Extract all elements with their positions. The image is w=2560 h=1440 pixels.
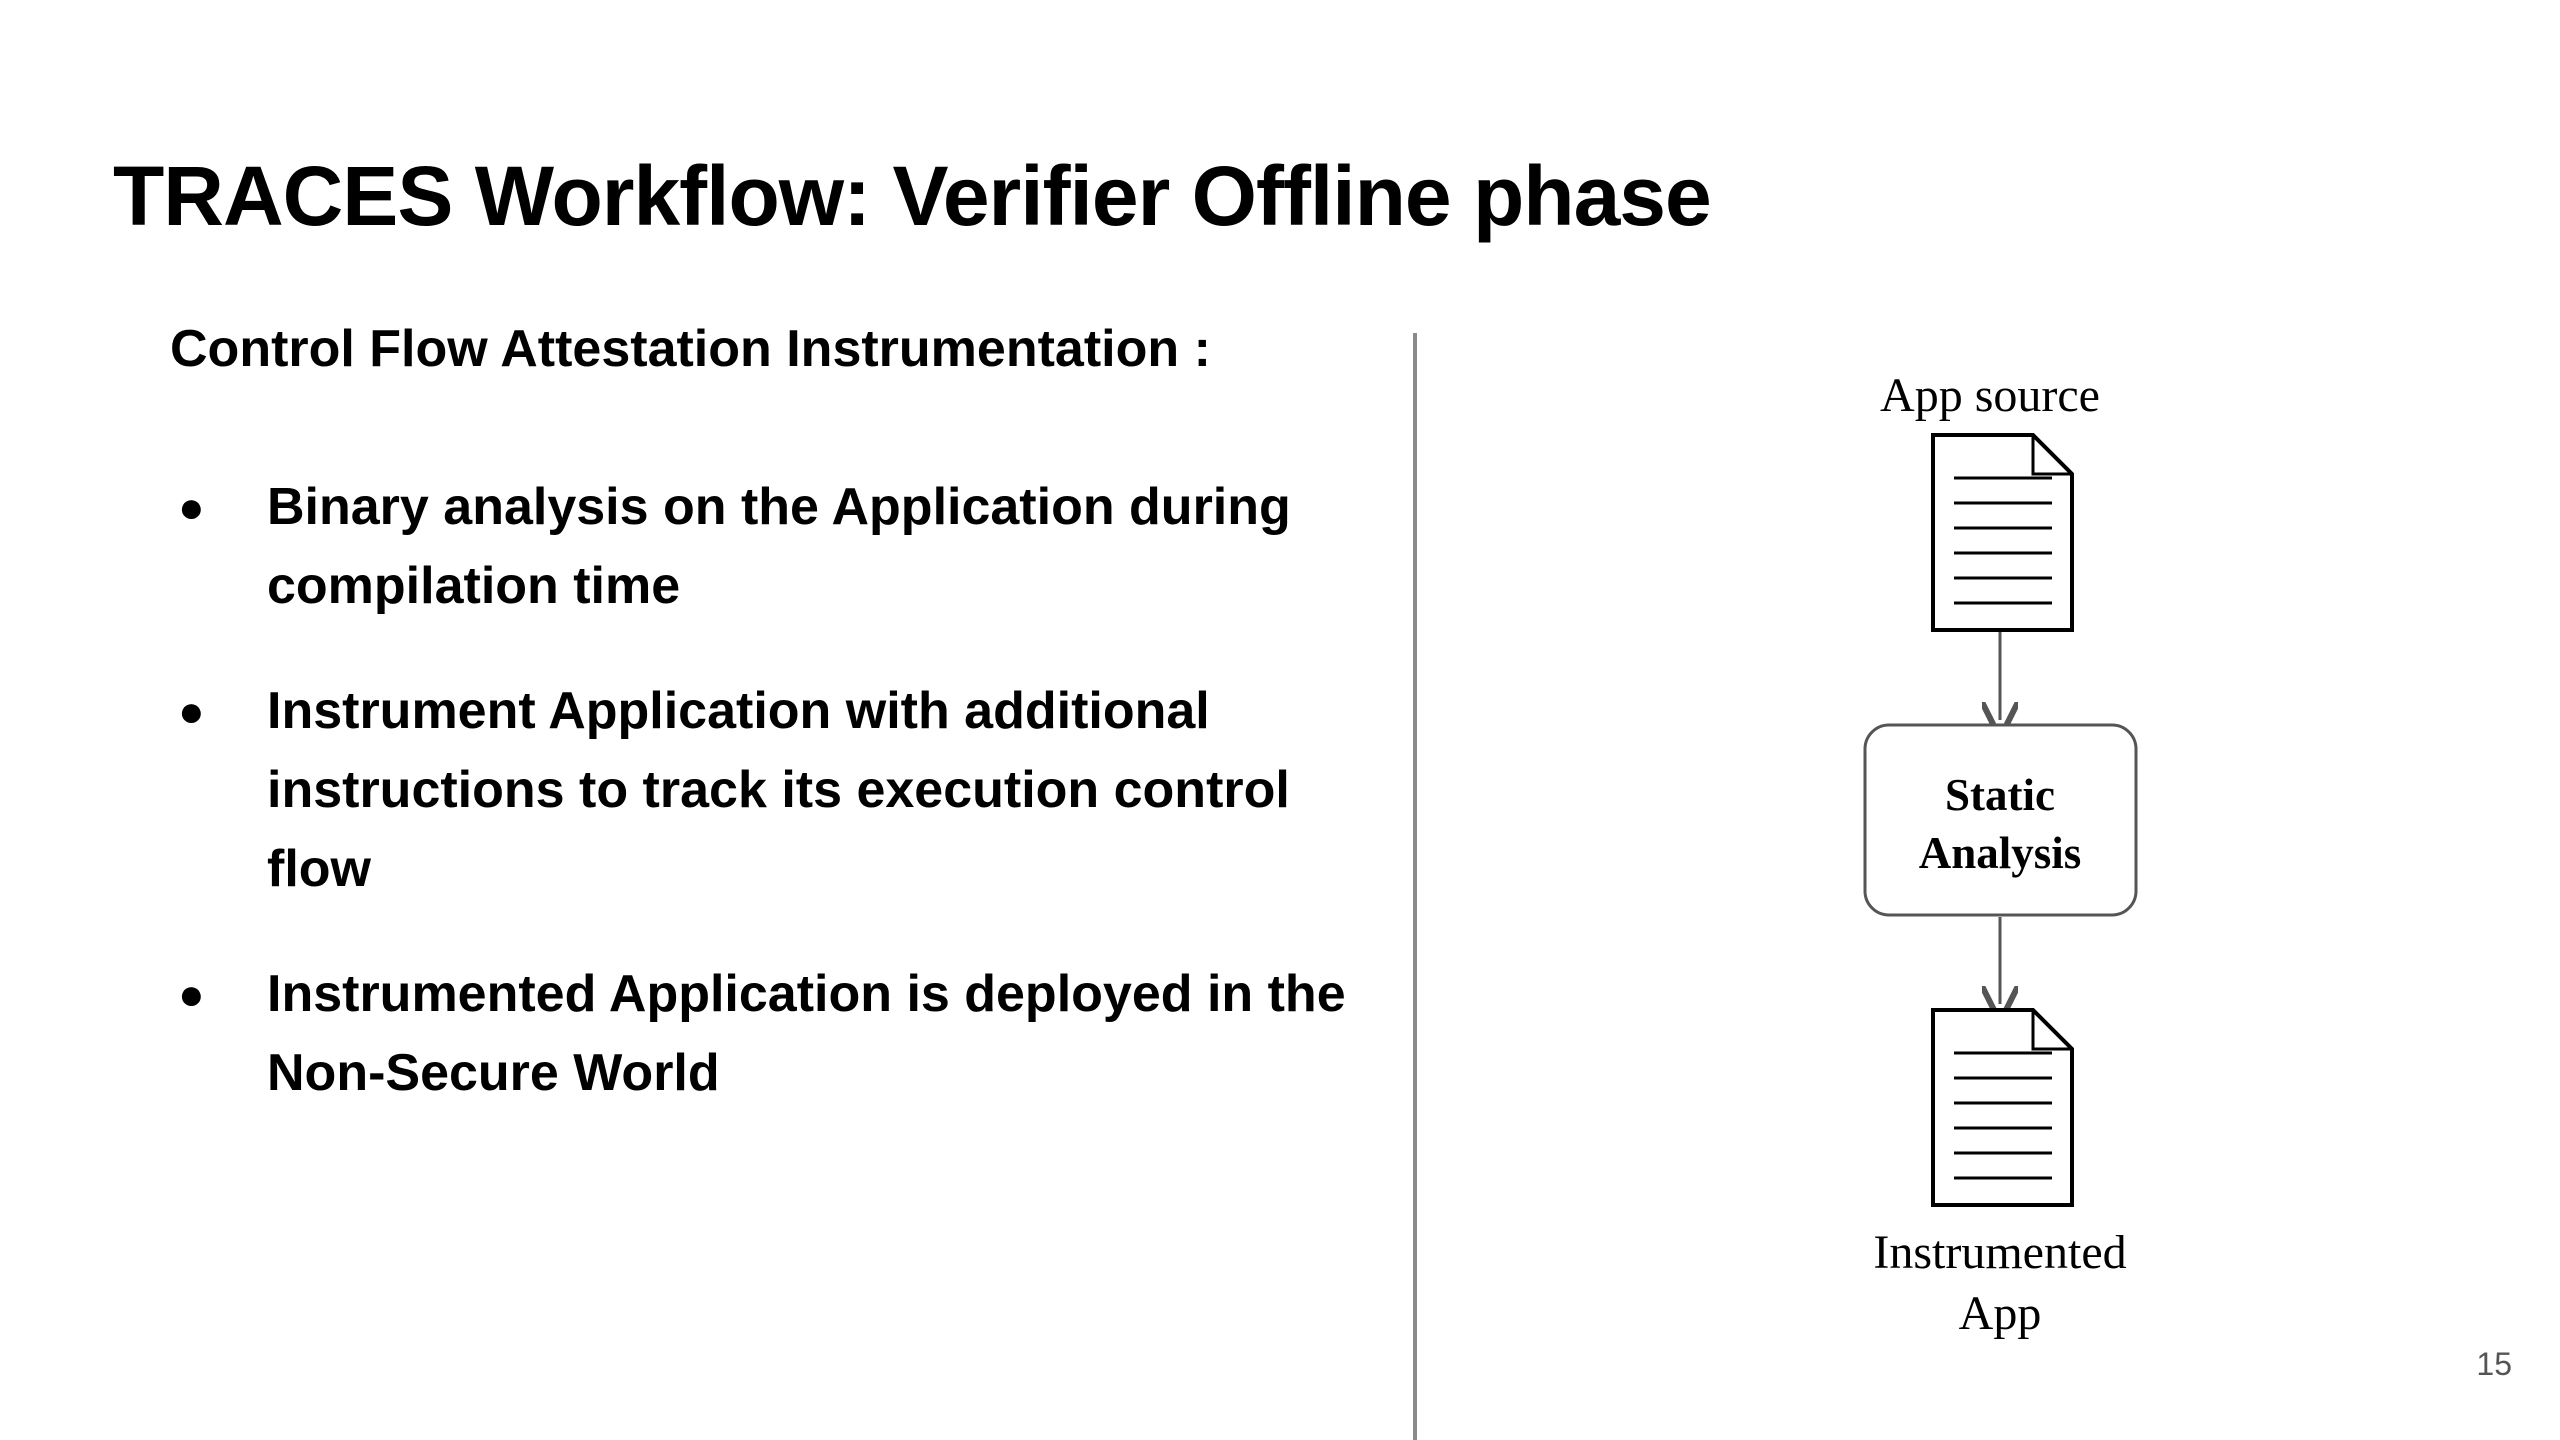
- static-analysis-box: [1863, 723, 2138, 917]
- page-number: 15: [2476, 1346, 2512, 1382]
- diagram-graphics: Static Analysis: [1863, 433, 2138, 1207]
- document-icon: [1931, 433, 2074, 632]
- process-label-line1: Static: [1945, 770, 2055, 820]
- bullet-marker: ●: [178, 970, 205, 1019]
- bullet-text: Instrumented Application is deployed in …: [267, 965, 1346, 1102]
- output-label: Instrumented App: [1800, 1222, 2200, 1345]
- slide-title: TRACES Workflow: Verifier Offline phase: [113, 149, 1712, 243]
- bullet-text: Instrument Application with additional i…: [267, 682, 1290, 898]
- bullet-item: ● Instrumented Application is deployed i…: [170, 955, 1370, 1113]
- bullet-list: ● Binary analysis on the Application dur…: [170, 468, 1370, 1159]
- source-label: App source: [1880, 369, 2100, 422]
- document-icon: [1931, 1008, 2074, 1207]
- process-label-line2: Analysis: [1919, 828, 2082, 878]
- section-subheading: Control Flow Attestation Instrumentation…: [170, 320, 1211, 378]
- column-divider: [1413, 333, 1417, 1440]
- output-label-line1: Instrumented: [1873, 1226, 2127, 1279]
- bullet-marker: ●: [178, 687, 205, 736]
- bullet-item: ● Binary analysis on the Application dur…: [170, 468, 1370, 626]
- output-label-line2: App: [1958, 1287, 2042, 1341]
- bullet-text: Binary analysis on the Application durin…: [267, 478, 1291, 615]
- workflow-diagram: App source Static: [1800, 340, 2180, 1360]
- bullet-marker: ●: [178, 483, 205, 532]
- bullet-item: ● Instrument Application with additional…: [170, 672, 1370, 909]
